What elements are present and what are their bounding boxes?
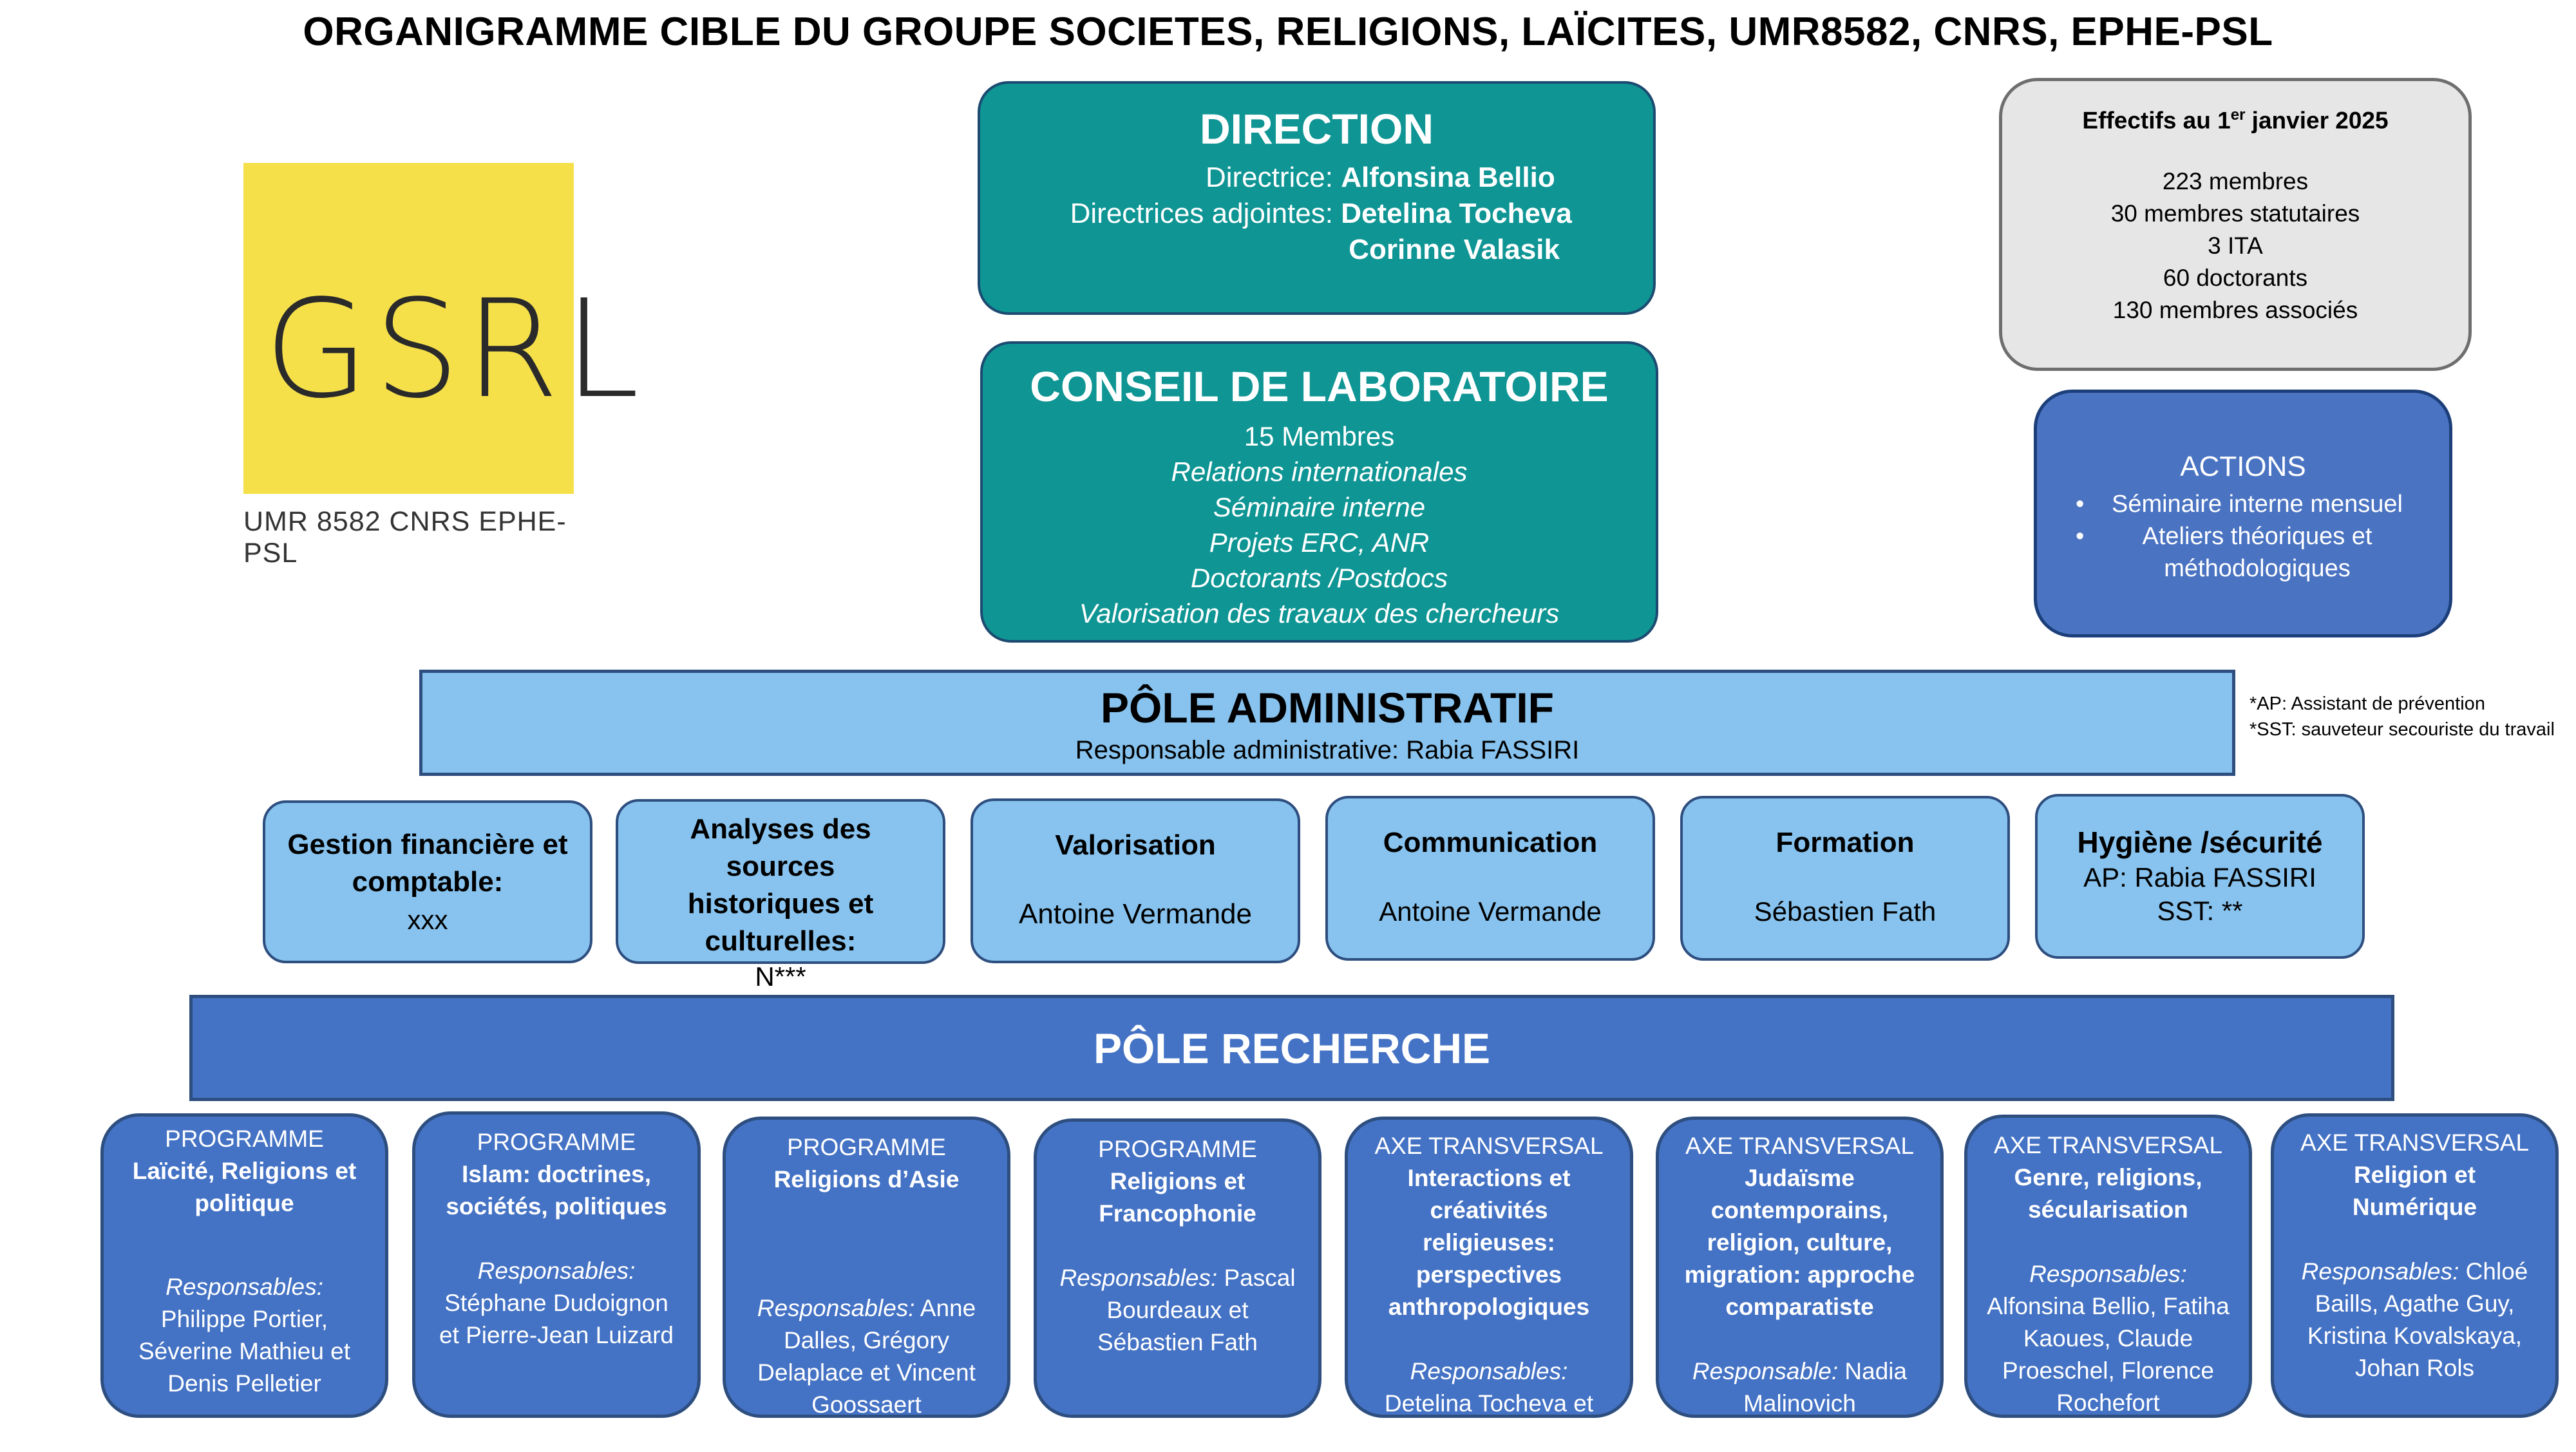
programme-box: AXE TRANSVERSAL Religion et Numérique Re… bbox=[2271, 1113, 2559, 1418]
programme-responsables: Responsable: Nadia Malinovich bbox=[1692, 1358, 1908, 1417]
admin-unit-value: N*** bbox=[755, 961, 806, 992]
effectifs-line: 223 membres bbox=[2162, 168, 2309, 195]
effectifs-line: 130 membres associés bbox=[2112, 297, 2358, 324]
programme-kind: PROGRAMME bbox=[787, 1134, 946, 1160]
programme-name: Islam: doctrines, sociétés, politiques bbox=[446, 1161, 667, 1220]
programme-box: PROGRAMME Religions d’Asie Responsables:… bbox=[723, 1117, 1010, 1418]
conseil-item: Doctorants /Postdocs bbox=[1190, 563, 1448, 593]
actions-item: •Séminaire interne mensuel bbox=[2063, 488, 2423, 520]
pole-recherche: PÔLE RECHERCHE bbox=[189, 995, 2394, 1101]
bullet-icon: • bbox=[2076, 523, 2085, 550]
actions-box: ACTIONS •Séminaire interne mensuel •Atel… bbox=[2034, 390, 2452, 637]
admin-unit: Communication Antoine Vermande bbox=[1325, 796, 1655, 961]
programme-kind: PROGRAMME bbox=[165, 1126, 324, 1152]
conseil-box: CONSEIL DE LABORATOIRE 15 Membres Relati… bbox=[980, 341, 1658, 643]
conseil-item: Valorisation des travaux des chercheurs bbox=[1079, 598, 1560, 628]
admin-unit-value: Antoine Vermande bbox=[1379, 896, 1602, 927]
admin-unit-title: Formation bbox=[1776, 827, 1915, 858]
admin-unit: Valorisation Antoine Vermande bbox=[971, 798, 1300, 963]
conseil-members: 15 Membres bbox=[1244, 421, 1395, 451]
programme-responsables: Responsables: Philippe Portier, Séverine… bbox=[138, 1274, 351, 1397]
pole-administratif: PÔLE ADMINISTRATIF Responsable administr… bbox=[419, 670, 2235, 776]
direction-box: DIRECTION Directrice: Alfonsina Bellio D… bbox=[978, 81, 1656, 315]
directrice-label: Directrice: bbox=[1205, 162, 1333, 193]
conseil-heading: CONSEIL DE LABORATOIRE bbox=[1030, 363, 1609, 410]
gsrl-logo bbox=[243, 163, 574, 494]
programme-name: Laïcité, Religions et politique bbox=[132, 1158, 357, 1216]
programme-box: AXE TRANSVERSAL Judaïsme contemporains, … bbox=[1656, 1117, 1944, 1418]
admin-unit-title: Communication bbox=[1383, 827, 1598, 858]
admin-unit: Formation Sébastien Fath bbox=[1680, 796, 2010, 961]
programme-box: PROGRAMME Religions et Francophonie Resp… bbox=[1034, 1118, 1321, 1418]
programme-kind: AXE TRANSVERSAL bbox=[2300, 1129, 2530, 1156]
page-title: ORGANIGRAMME CIBLE DU GROUPE SOCIETES, R… bbox=[303, 10, 2273, 54]
note-ap: *AP: Assistant de prévention bbox=[2249, 693, 2485, 714]
admin-unit-value: xxx bbox=[407, 905, 448, 935]
actions-heading: ACTIONS bbox=[2180, 451, 2306, 482]
adjointe-name: Corinne Valasik bbox=[1349, 234, 1560, 265]
conseil-item: Projets ERC, ANR bbox=[1209, 527, 1430, 558]
adjointe-name: Detelina Tocheva bbox=[1341, 198, 1572, 229]
programme-responsables: Responsables:Stéphane Dudoignon et Pierr… bbox=[439, 1258, 674, 1348]
programme-name: Genre, religions, sécularisation bbox=[2014, 1164, 2202, 1223]
programme-box: AXE TRANSVERSAL Genre, religions, sécula… bbox=[1964, 1115, 2252, 1418]
programme-kind: AXE TRANSVERSAL bbox=[1374, 1133, 1604, 1159]
admin-unit-value: Antoine Vermande bbox=[1018, 898, 1253, 930]
pole-recherche-heading: PÔLE RECHERCHE bbox=[1093, 1024, 1491, 1072]
logo-text: GSRL bbox=[264, 270, 645, 428]
programme-name: Religion et Numérique bbox=[2352, 1162, 2477, 1220]
admin-unit-title: Valorisation bbox=[1055, 829, 1216, 861]
admin-unit: Analyses des sources historiques et cult… bbox=[616, 799, 945, 992]
admin-unit-title: Analyses des sources historiques et cult… bbox=[687, 813, 874, 957]
logo-subtitle: UMR 8582 CNRS EPHE-PSL bbox=[243, 506, 567, 569]
programme-kind: PROGRAMME bbox=[477, 1129, 636, 1155]
admin-unit-title: Gestion financière et comptable: bbox=[287, 829, 568, 898]
note-sst: *SST: sauveteur secouriste du travail bbox=[2249, 719, 2555, 740]
conseil-item: Relations internationales bbox=[1171, 457, 1468, 487]
notes: *AP: Assistant de prévention *SST: sauve… bbox=[2249, 691, 2555, 742]
programme-name: Religions d’Asie bbox=[773, 1166, 960, 1193]
admin-unit-value: AP: Rabia FASSIRI bbox=[2083, 862, 2316, 892]
programme-name: Judaïsme contemporains, religion, cultur… bbox=[1684, 1165, 1915, 1320]
pole-admin-subtitle: Responsable administrative: Rabia FASSIR… bbox=[1075, 736, 1580, 764]
admin-unit-value: SST: ** bbox=[2157, 896, 2243, 926]
directrice-name: Alfonsina Bellio bbox=[1341, 162, 1555, 193]
programme-box: AXE TRANSVERSAL Interactions et créativi… bbox=[1345, 1117, 1633, 1449]
programme-name: Religions et Francophonie bbox=[1099, 1168, 1256, 1227]
programme-kind: PROGRAMME bbox=[1098, 1136, 1257, 1162]
pole-admin-heading: PÔLE ADMINISTRATIF bbox=[1101, 684, 1554, 731]
programme-kind: AXE TRANSVERSAL bbox=[1685, 1133, 1915, 1159]
programme-responsables: Responsables: Pascal Bourdeaux et Sébast… bbox=[1059, 1265, 1296, 1355]
effectifs-line: 3 ITA bbox=[2208, 232, 2263, 259]
conseil-item: Séminaire interne bbox=[1213, 492, 1426, 522]
programme-box: PROGRAMME Laïcité, Religions et politiqu… bbox=[100, 1113, 388, 1418]
programme-responsables: Responsables: Chloé Baills, Agathe Guy, … bbox=[2301, 1258, 2528, 1381]
programme-responsables: Responsables: Anne Dalles, Grégory Delap… bbox=[757, 1295, 976, 1418]
admin-unit-value: Sébastien Fath bbox=[1754, 896, 1937, 927]
effectifs-line: 30 membres statutaires bbox=[2110, 200, 2360, 227]
programme-kind: AXE TRANSVERSAL bbox=[1993, 1132, 2223, 1158]
programme-responsables: Responsables:Alfonsina Bellio, Fatiha Ka… bbox=[1987, 1261, 2230, 1416]
programme-box: PROGRAMME Islam: doctrines, sociétés, po… bbox=[412, 1111, 701, 1418]
admin-unit: Hygiène /sécurité AP: Rabia FASSIRI SST:… bbox=[2035, 794, 2365, 959]
effectifs-heading: Effectifs au 1er janvier 2025 bbox=[2082, 106, 2389, 134]
actions-item: •Ateliers théoriques et méthodologiques bbox=[2063, 520, 2423, 585]
effectifs-line: 60 doctorants bbox=[2163, 265, 2308, 292]
direction-heading: DIRECTION bbox=[1200, 105, 1434, 153]
programme-name: Interactions et créativités religieuses:… bbox=[1388, 1165, 1590, 1320]
programme-responsables: Responsables:Detelina Tocheva et Virgini… bbox=[1384, 1358, 1594, 1449]
adjointes-label: Directrices adjointes: bbox=[1070, 198, 1333, 229]
bullet-icon: • bbox=[2076, 491, 2085, 518]
effectifs-box: Effectifs au 1er janvier 2025 223 membre… bbox=[1999, 78, 2472, 371]
admin-unit: Gestion financière et comptable: xxx bbox=[263, 800, 592, 963]
admin-unit-title: Hygiène /sécurité bbox=[2077, 825, 2323, 859]
